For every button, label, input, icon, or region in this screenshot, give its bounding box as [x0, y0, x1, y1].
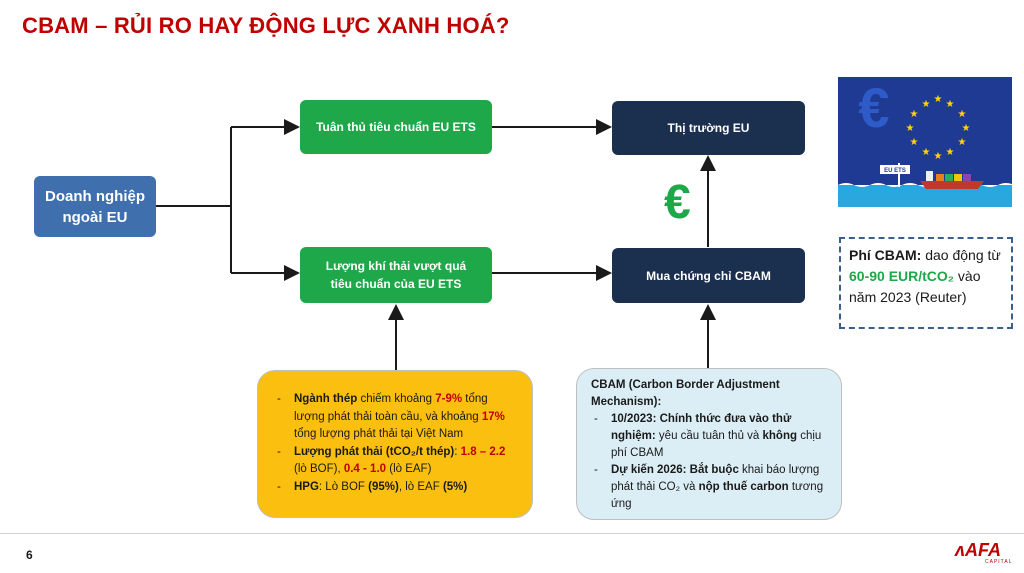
- page-number: 6: [26, 548, 33, 562]
- cbam-note-heading: CBAM (Carbon Border Adjustment Mechanism…: [591, 379, 780, 408]
- svg-text:★: ★: [910, 137, 919, 148]
- svg-text:€: €: [858, 77, 889, 139]
- svg-text:★: ★: [922, 147, 931, 158]
- svg-text:★: ★: [922, 99, 931, 110]
- footer-divider: [0, 533, 1024, 534]
- steel-emissions-note: Ngành thép chiếm khoảng 7-9% tổng lượng …: [257, 370, 533, 518]
- logo-subtext: CAPITAL: [985, 559, 1013, 565]
- svg-text:★: ★: [962, 123, 971, 134]
- non-eu-company-box: Doanh nghiệp ngoài EU: [34, 176, 156, 237]
- list-item: HPG: Lò BOF (95%), lò EAF (5%): [274, 479, 518, 497]
- svg-text:★: ★: [958, 109, 967, 120]
- cbam-fee-box: Phí CBAM: dao động từ 60-90 EUR/tCO₂ vào…: [839, 237, 1013, 329]
- list-item: 10/2023: Chính thức đưa vào thử nghiệm: …: [591, 411, 831, 462]
- eu-market-box: Thị trường EU: [612, 101, 805, 155]
- svg-text:★: ★: [906, 123, 915, 134]
- svg-text:★: ★: [934, 94, 943, 105]
- svg-text:★: ★: [946, 147, 955, 158]
- svg-text:★: ★: [946, 99, 955, 110]
- buy-cbam-certificate-box: Mua chứng chỉ CBAM: [612, 248, 805, 303]
- eu-carbon-illustration: € ★ ★ ★ ★ ★ ★ ★ ★ ★ ★ ★ ★ EU ETS: [838, 77, 1012, 207]
- cbam-mechanism-note: CBAM (Carbon Border Adjustment Mechanism…: [576, 368, 842, 520]
- list-item: Ngành thép chiếm khoảng 7-9% tổng lượng …: [274, 391, 518, 444]
- svg-text:★: ★: [934, 151, 943, 162]
- euro-icon: €: [664, 176, 691, 229]
- svg-text:★: ★: [958, 137, 967, 148]
- eu-ets-sign: EU ETS: [884, 168, 906, 174]
- svg-text:★: ★: [910, 109, 919, 120]
- afa-capital-logo: ʌAFA: [955, 540, 1002, 560]
- list-item: Lượng phát thải (tCO₂/t thép): 1.8 – 2.2…: [274, 444, 518, 479]
- exceed-emissions-box: Lượng khí thải vượt quá tiêu chuẩn của E…: [300, 247, 492, 303]
- comply-eu-ets-box: Tuân thủ tiêu chuẩn EU ETS: [300, 100, 492, 154]
- list-item: Dự kiến 2026: Bắt buộc khai báo lượng ph…: [591, 462, 831, 513]
- page-title: CBAM – RỦI RO HAY ĐỘNG LỰC XANH HOÁ?: [22, 13, 510, 38]
